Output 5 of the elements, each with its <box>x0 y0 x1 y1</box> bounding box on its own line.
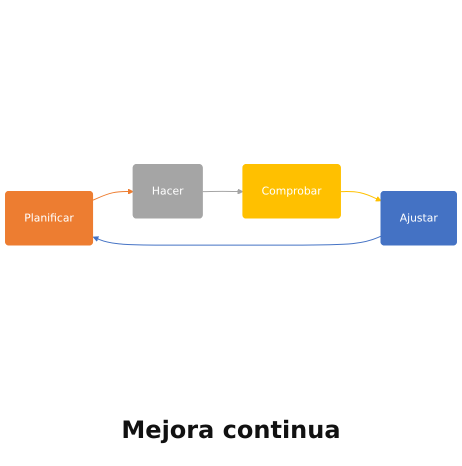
arrow <box>92 236 382 246</box>
arrow <box>92 188 134 201</box>
arrow <box>202 188 244 195</box>
caption: Mejora continua <box>121 416 341 444</box>
arrow <box>340 191 382 202</box>
